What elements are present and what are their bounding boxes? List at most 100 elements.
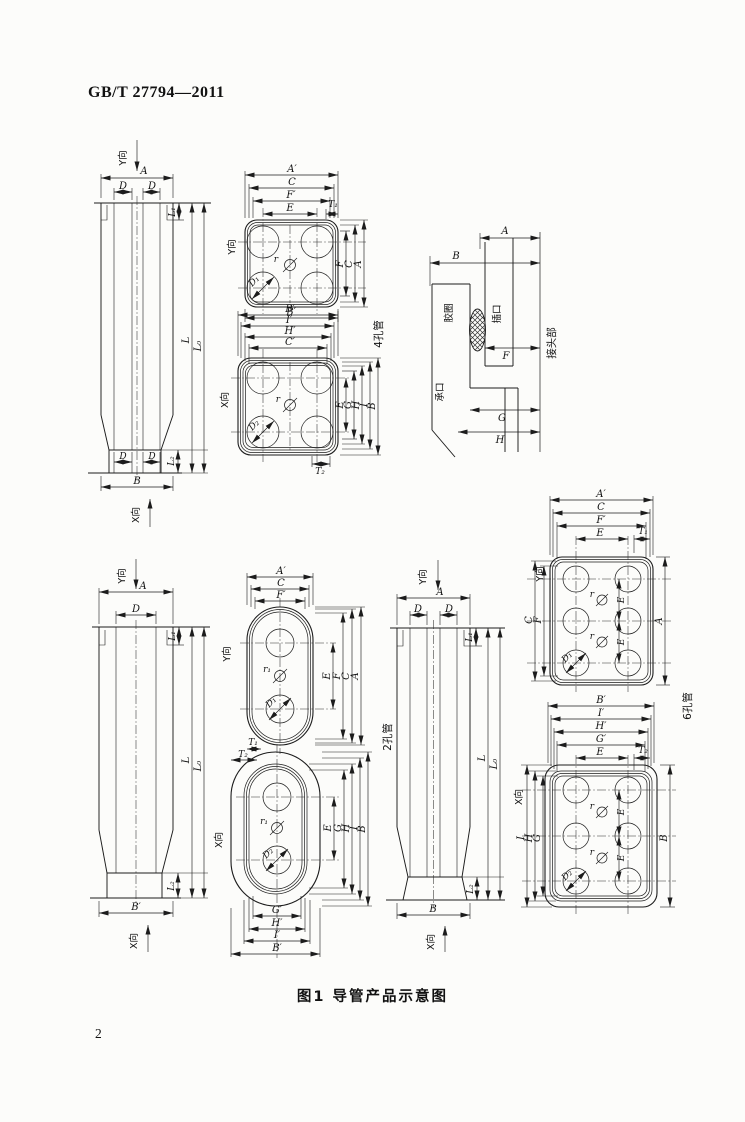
dim-label: E [335,401,346,410]
dim-label: r [590,802,595,812]
dim-label: D₂ [560,868,576,884]
gasket-label: 胶圈 [443,303,455,322]
dim-label: I′ [273,930,281,941]
dim-label: E [595,528,604,539]
dim-label: C [277,578,285,589]
dim-label: L [477,754,488,762]
section-6-hole-y: r r E E D₁ A′ C F′ E T₁ C [524,489,671,692]
dim-label: A [350,672,361,680]
dim-label: T₂ [315,467,325,477]
dim-label: F′ [275,590,286,601]
socket-label: 承口 [435,382,446,401]
dim-label: D [131,604,140,615]
dim-label: I [359,402,370,408]
dim-label: L₁ [168,207,178,218]
dim-label: D [118,181,127,192]
center-hole [596,636,608,648]
dim-label: A [500,226,508,237]
dim-label: E [285,203,294,214]
dim-label: r [276,395,281,405]
y-direction-label: Y向 [417,569,429,585]
dim-label: H [495,435,505,446]
dim-label: F′ [595,515,606,526]
dim-label: G′ [596,734,607,745]
y-direction-label: Y向 [116,568,128,584]
dim-label: A [654,617,665,625]
section-4-hole-y: r D₁ A′ C F′ E T₁ F C [226,164,368,322]
dim-label: r [590,848,595,858]
center-hole [596,806,608,818]
dim-label: I′ [285,315,293,326]
socket-chamfer [431,429,456,458]
dim-label: H′ [284,326,297,337]
dim-label: D [147,181,156,192]
dim-label: r [590,632,595,642]
x-direction-label: X向 [213,832,225,848]
dim-label: E [323,824,334,833]
dim-label: G′ [272,905,283,916]
y-direction-label: Y向 [221,646,233,662]
dim-label: C [344,260,355,268]
dim-label: E [617,808,627,816]
pipe-type-label: 4孔管 [372,320,385,348]
section-6-hole-x: r r E E D₂ B′ I′ H′ G′ E T₂ [513,692,694,914]
dim-label: D [147,452,155,462]
dim-label: F′ [285,190,296,201]
x-direction-label: X向 [219,392,231,408]
dim-label: E [322,672,333,681]
dim-label: D [118,452,126,462]
dim-label: A [138,581,146,592]
dim-label: F [502,351,511,362]
dim-label: L₂ [167,881,177,892]
dim-label: G [532,834,543,842]
dim-label: B [659,834,670,842]
dim-label: C′ [285,337,296,348]
dim-label: A [435,587,443,598]
dim-label: F [335,259,346,268]
dim-label: B′ [284,304,295,315]
x-direction-label: X向 [130,507,142,523]
dim-label: E [617,596,627,604]
dim-label: E [595,747,604,758]
dim-label: B [428,904,436,915]
dim-label: H′ [595,721,608,732]
section-4-hole-x: r D₂ B′ I′ H′ C′ E G H [219,304,385,477]
dim-label: D [413,604,422,615]
dim-label: D [444,604,453,615]
dim-label: D₁ [560,650,575,665]
dim-label: A [139,166,147,177]
dim-label: A′ [275,566,286,577]
dim-label: L₁ [168,631,178,642]
dim-label: B′ [130,902,141,913]
dim-label: A [353,260,364,268]
dim-label: G [333,824,344,832]
dim-label: L₂ [466,884,476,895]
x-direction-label: X向 [128,933,140,949]
dim-label: r₁ [263,665,271,675]
dim-label: D₁ [247,274,262,289]
dim-label: T₁ [248,738,258,748]
dim-label: C [524,616,535,624]
dim-label: D₂ [247,418,263,434]
dim-label: T₁ [328,200,338,210]
pipe-type-label: 2孔管 [381,723,394,751]
dim-label: L [181,336,192,344]
dim-label: L₀ [489,759,500,771]
dim-label: B [132,476,140,487]
dim-label: L [181,756,192,764]
dim-label: F [533,615,544,624]
dim-label: E [617,854,627,862]
y-direction-label: Y向 [226,239,238,255]
dim-label: A′ [595,489,606,500]
dim-label: r [274,255,279,265]
standard-number: GB/T 27794—2011 [88,84,225,101]
dim-label: B′ [271,943,282,954]
dim-label: C [597,502,605,513]
dim-label: F [332,671,343,680]
x-direction-label: X向 [513,789,525,805]
dim-label: E [617,638,627,646]
x-direction-label: X向 [425,934,437,950]
dim-label: T₁ [638,527,648,537]
